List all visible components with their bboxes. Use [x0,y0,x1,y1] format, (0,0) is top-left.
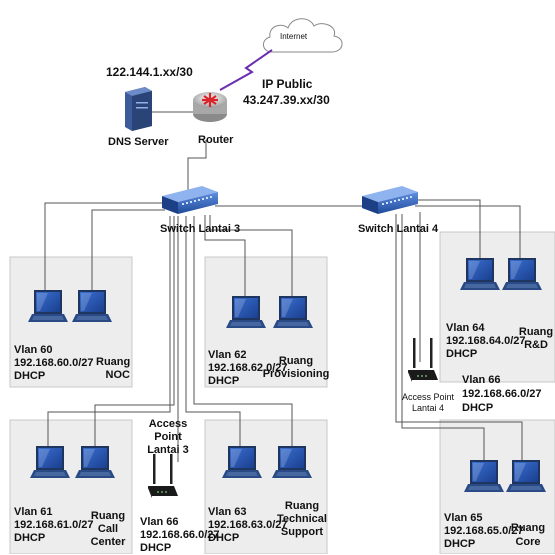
link-switch4-rd-pc1 [412,199,481,258]
provisioning-laptop-1-icon [226,296,266,328]
room-box-rd [439,231,555,383]
core-dhcp: DHCP [444,538,476,550]
rd-subnet: 192.168.64.0/27 [446,335,526,347]
tech-subnet: 192.168.63.0/27 [208,519,288,531]
prov-vlan: Vlan 62 [208,349,247,361]
room-box-noc [9,256,133,388]
tech-room-name-1: Ruang [284,500,320,512]
techsupport-laptop-1-icon [222,446,262,478]
ap3-label-1: Access [148,418,188,430]
noc-laptop-2-icon [72,290,112,322]
prov-room-name-1: Ruang [278,355,314,367]
ap4-label-1: Access Point [401,392,455,402]
link-switch3-tech-pc1 [185,216,241,446]
dns-server-label: DNS Server [108,136,169,148]
link-switch4-rd-pc2 [415,205,521,258]
ap3-label-3: Lantai 3 [147,444,189,456]
tech-room-name-3: Support [280,526,324,538]
core-room-name-1: Ruang [510,522,546,534]
link-switch4-core-pc1 [401,214,485,460]
network-links [44,111,523,462]
router-icon [193,92,227,122]
callcenter-laptop-2-icon [75,446,115,478]
link-switch3-callcenter-pc2 [94,216,175,446]
ap3-dhcp: DHCP [140,542,172,554]
room-box-technical-support [204,419,328,554]
noc-room-name-1: Ruang [96,356,131,368]
prov-room-name-2: Provisioning [262,368,330,380]
ip-public-title: IP Public [262,77,313,91]
noc-vlan: Vlan 60 [14,344,53,356]
link-switch3-prov-pc2 [209,215,293,296]
callcenter-subnet: 192.168.61.0/27 [14,519,94,531]
link-switch3-tech-pc2 [193,216,293,446]
ap4-subnet: 192.168.66.0/27 [462,388,542,400]
ap3-label-2: Point [154,431,182,443]
rd-laptop-1-icon [460,258,500,290]
internet-cloud-icon [263,18,343,53]
link-switch3-callcenter-pc1 [47,216,171,446]
internet-label: Internet [280,32,308,41]
link-switch3-noc-pc1 [44,202,165,290]
link-switch3-prov-pc1 [204,215,246,296]
link-switch3-noc-pc2 [91,209,165,290]
rd-dhcp: DHCP [446,348,478,360]
core-subnet: 192.168.65.0/27 [444,525,524,537]
callcenter-room-name-1: Ruang [90,510,126,522]
techsupport-laptop-2-icon [272,446,312,478]
access-point-lantai4-icon [408,338,438,382]
link-router-switch3 [187,140,207,190]
internet-link-lightning [219,49,273,91]
rd-vlan: Vlan 64 [446,322,485,334]
ap3-subnet: 192.168.66.0/27 [140,529,220,541]
dns-ip-label: 122.144.1.xx/30 [106,65,193,79]
router-label: Router [198,134,234,146]
rd-laptop-2-icon [502,258,542,290]
core-laptop-2-icon [506,460,546,492]
noc-dhcp: DHCP [14,370,46,382]
switch3-icon [162,186,218,214]
callcenter-room-name-2: Call [97,523,119,535]
provisioning-laptop-2-icon [273,296,313,328]
callcenter-vlan: Vlan 61 [14,506,53,518]
ap4-label-2: Lantai 4 [411,403,445,413]
core-room-name-2: Core [515,536,541,548]
room-boxes [9,231,555,554]
ip-public-value: 43.247.39.xx/30 [243,93,330,107]
tech-vlan: Vlan 63 [208,506,247,518]
tech-room-name-2: Technical [277,513,327,525]
switch4-label: Switch Lantai 4 [358,223,439,235]
room-box-call-center [9,419,133,554]
callcenter-dhcp: DHCP [14,532,46,544]
prov-subnet: 192.168.62.0/27 [208,362,288,374]
switch4-icon [362,186,418,214]
core-vlan: Vlan 65 [444,512,483,524]
ap4-dhcp: DHCP [462,402,494,414]
link-switch4-core-pc2 [395,214,523,460]
noc-laptop-1-icon [28,290,68,322]
noc-subnet: 192.168.60.0/27 [14,357,94,369]
callcenter-room-name-3: Center [90,536,126,548]
prov-dhcp: DHCP [208,375,240,387]
ap4-vlan: Vlan 66 [462,374,501,386]
dns-server-icon [125,87,152,131]
ap3-vlan: Vlan 66 [140,516,179,528]
access-point-lantai3-icon [148,454,178,498]
switch3-label: Switch Lantai 3 [160,223,241,235]
tech-dhcp: DHCP [208,532,240,544]
rd-room-name-2: R&D [524,339,548,351]
rd-room-name-1: Ruang [518,326,554,338]
callcenter-laptop-1-icon [30,446,70,478]
core-laptop-1-icon [464,460,504,492]
noc-room-name-2: NOC [105,369,130,381]
